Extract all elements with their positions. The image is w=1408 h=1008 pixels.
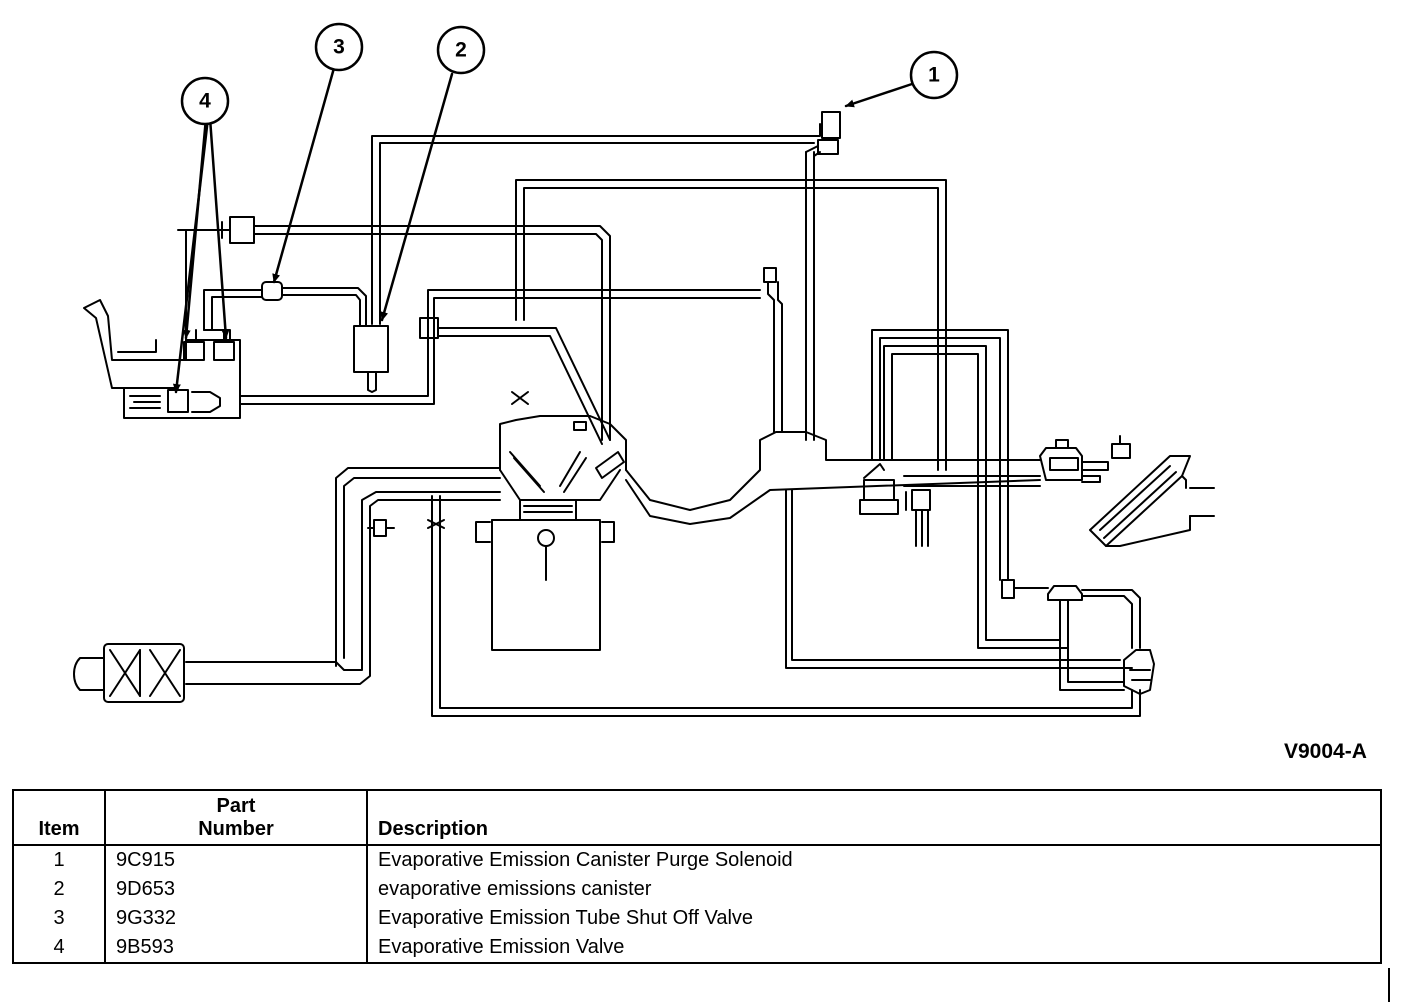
table-row: 1 9C915 Evaporative Emission Canister Pu… bbox=[13, 845, 1381, 875]
row-description: evaporative emissions canister bbox=[366, 875, 1381, 904]
right-loop bbox=[859, 329, 1069, 649]
shutoff-valve-line bbox=[203, 281, 367, 331]
row-description: Evaporative Emission Valve bbox=[366, 933, 1381, 963]
callout-2-circle bbox=[436, 25, 486, 75]
callout-4-number: 4 bbox=[199, 90, 211, 113]
vacuum-controls bbox=[1001, 579, 1155, 695]
purge-solenoid bbox=[805, 111, 841, 441]
callout-4-circle bbox=[180, 76, 230, 126]
purge-tube-top bbox=[371, 123, 821, 325]
row-item: 4 bbox=[53, 936, 65, 958]
exhaust-system bbox=[73, 467, 501, 703]
header-item: Item bbox=[13, 790, 105, 846]
table-row: 3 9G332 Evaporative Emission Tube Shut O… bbox=[13, 904, 1381, 933]
table-row: 4 9B593 Evaporative Emission Valve bbox=[13, 933, 1381, 963]
evap-system-diagram: 1 2 3 4 bbox=[73, 22, 1215, 717]
table-row: 2 9D653 evaporative emissions canister bbox=[13, 875, 1381, 904]
callout-3-number: 3 bbox=[333, 36, 345, 59]
header-part-number: Part Number bbox=[104, 790, 367, 846]
return-line bbox=[427, 391, 1141, 717]
intake-duct bbox=[625, 431, 1133, 669]
row-item: 1 bbox=[53, 849, 65, 871]
check-valve-upper bbox=[763, 267, 783, 433]
row-part-number: 9G332 bbox=[104, 904, 367, 933]
callout-3-circle bbox=[314, 22, 364, 72]
callout-2-number: 2 bbox=[455, 39, 467, 62]
row-item: 3 bbox=[53, 907, 65, 929]
callout-leaders bbox=[172, 66, 914, 394]
upper-loop bbox=[515, 179, 947, 471]
fuel-tank bbox=[83, 299, 241, 419]
vapor-line-filter bbox=[177, 216, 611, 441]
row-description: Evaporative Emission Tube Shut Off Valve bbox=[366, 904, 1381, 933]
callout-circles bbox=[180, 22, 959, 126]
header-description: Description bbox=[366, 790, 1381, 846]
row-part-number: 9D653 bbox=[104, 875, 367, 904]
evap-canister bbox=[353, 325, 389, 393]
row-part-number: 9C915 bbox=[104, 845, 367, 875]
table-header-row: Item Part Number Description bbox=[13, 790, 1381, 846]
parts-table: Item Part Number Description 1 9C915 Eva… bbox=[12, 789, 1382, 964]
throttle-body bbox=[1039, 435, 1215, 547]
figure-code: V9004-A bbox=[1284, 740, 1367, 763]
row-part-number: 9B593 bbox=[104, 933, 367, 963]
row-description: Evaporative Emission Canister Purge Sole… bbox=[366, 845, 1381, 875]
engine bbox=[475, 415, 627, 651]
scan-mark bbox=[1388, 968, 1390, 1002]
callout-1-circle bbox=[909, 50, 959, 100]
callout-1-number: 1 bbox=[928, 64, 940, 87]
canister-tank-line bbox=[239, 289, 761, 445]
row-item: 2 bbox=[53, 878, 65, 900]
